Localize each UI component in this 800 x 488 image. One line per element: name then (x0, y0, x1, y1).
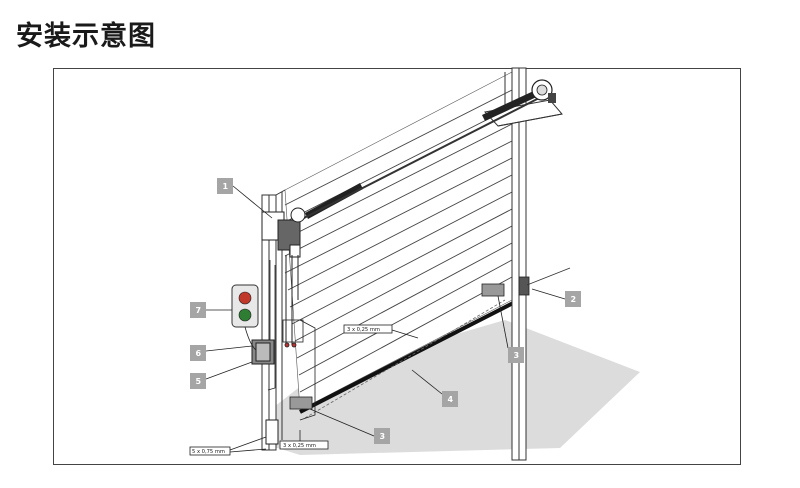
cable-label-bottom-center-text: 3 x 0,25 mm (283, 443, 316, 449)
cable-label-bottom-left: 5 x 0,75 mm (189, 446, 231, 456)
cable-label-bottom-center: 3 x 0,25 mm (279, 440, 329, 450)
callout-3b: 3 (374, 428, 390, 444)
cable-left (267, 260, 316, 421)
callout-4-label: 4 (448, 395, 454, 404)
callout-7-label: 7 (196, 306, 202, 315)
photocell-left (289, 396, 313, 410)
control-box (251, 339, 275, 365)
callout-5: 5 (190, 373, 206, 389)
photocell-right (481, 283, 505, 297)
emergency-release (282, 319, 304, 348)
callout-2: 2 (565, 291, 581, 307)
receiver-unit (518, 276, 530, 296)
callout-1-label: 1 (223, 182, 229, 191)
spring-shaft (299, 94, 546, 221)
callout-5-label: 5 (196, 377, 202, 386)
cable-label-top: 3 x 0,25 mm (343, 324, 393, 334)
callout-3b-label: 3 (380, 432, 386, 441)
left-rail-bottom-unit (265, 419, 279, 445)
callout-2-label: 2 (571, 295, 577, 304)
diagram-frame (53, 68, 741, 465)
callout-6-label: 6 (196, 349, 202, 358)
cable-label-bottom-left-text: 5 x 0,75 mm (192, 449, 225, 455)
callout-4: 4 (442, 391, 458, 407)
page-title: 安装示意图 (16, 21, 156, 52)
callout-3a: 3 (508, 347, 524, 363)
motor-unit (261, 207, 306, 345)
safety-edge (299, 300, 516, 414)
leader-lines (205, 185, 566, 453)
traffic-light (231, 284, 259, 351)
wall-line-right (526, 267, 571, 286)
callout-6: 6 (190, 345, 206, 361)
spring-top (482, 88, 543, 121)
photocell-beam (304, 299, 506, 419)
callout-1: 1 (217, 178, 233, 194)
door-slats (284, 89, 513, 393)
callout-3a-label: 3 (514, 351, 520, 360)
floor-shadow (268, 320, 640, 455)
callout-7: 7 (190, 302, 206, 318)
cable-label-top-text: 3 x 0,25 mm (347, 327, 380, 333)
